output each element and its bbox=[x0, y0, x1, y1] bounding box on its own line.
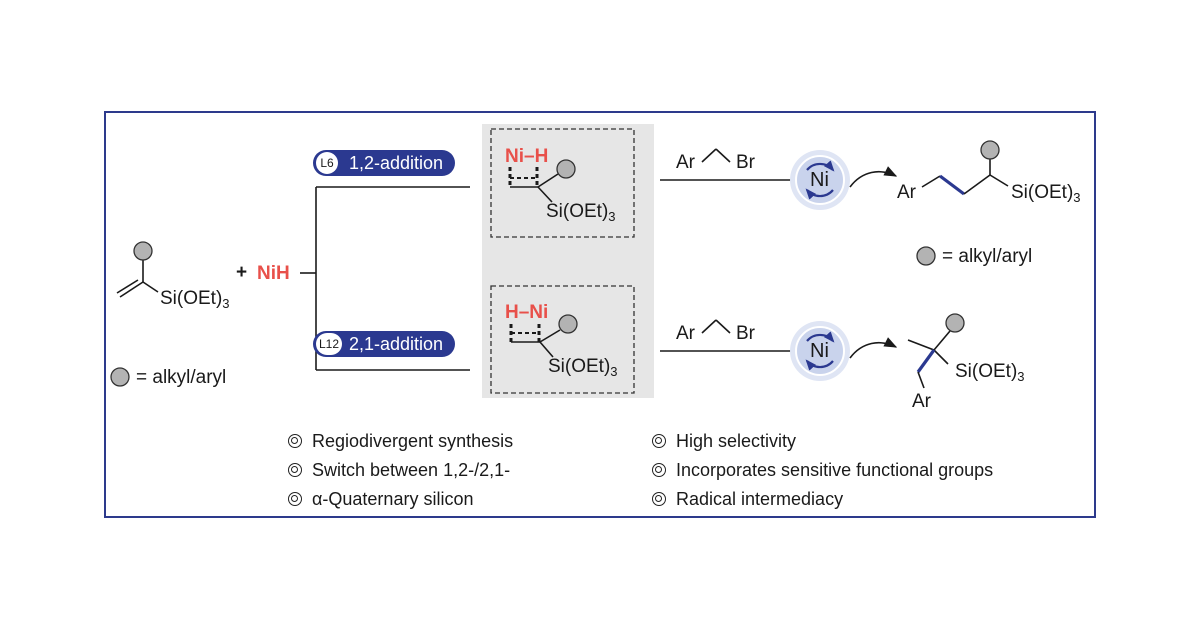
bullet-icon bbox=[288, 463, 302, 477]
feature-text: Switch between 1,2-/2,1- bbox=[312, 460, 511, 480]
ligand-badge-l12: L12 bbox=[316, 333, 343, 355]
coupling-top-aryl: Ar bbox=[676, 152, 695, 173]
plus-sign: + bbox=[236, 262, 248, 283]
product-top-silyl-text: Si(OEt) bbox=[1011, 182, 1074, 203]
product-top-substituent bbox=[980, 140, 1000, 160]
pathway-label-2-1: 2,1-addition bbox=[349, 334, 444, 354]
intermediate-box-top bbox=[490, 128, 635, 238]
bullet-icon bbox=[652, 463, 666, 477]
bullet-icon bbox=[652, 434, 666, 448]
product-bottom-silyl-subscript: 3 bbox=[1017, 369, 1025, 384]
feature-right-3: Radical intermediacy bbox=[652, 490, 843, 508]
intermediate-bottom-structure bbox=[509, 324, 561, 358]
coupling-top-halide: Br bbox=[736, 152, 755, 173]
nickel-hydride-reagent: NiH bbox=[257, 263, 290, 284]
feature-text: α-Quaternary silicon bbox=[312, 489, 474, 509]
substituent-circle bbox=[133, 241, 153, 261]
product-bottom-silyl-text: Si(OEt) bbox=[955, 361, 1018, 382]
pathway-pill-1-2-addition: L6 1,2-addition bbox=[313, 150, 456, 176]
intermediate-top-silyl: Si(OEt)3 bbox=[546, 201, 616, 224]
product-bottom-substituent bbox=[945, 313, 965, 333]
intermediate-top-ni-h: Ni–H bbox=[505, 146, 549, 167]
intermediate-top-substituent bbox=[556, 159, 576, 179]
feature-left-3: α-Quaternary silicon bbox=[288, 490, 473, 508]
bullet-icon bbox=[288, 434, 302, 448]
pathway-label-1-2: 1,2-addition bbox=[349, 153, 444, 173]
ligand-badge-l6: L6 bbox=[316, 152, 338, 174]
legend-circle bbox=[110, 367, 130, 387]
feature-right-2: Incorporates sensitive functional groups bbox=[652, 461, 993, 479]
product-bottom-structure bbox=[907, 330, 951, 389]
bottom-reaction-arrow bbox=[660, 319, 898, 359]
bullet-icon bbox=[652, 492, 666, 506]
catalyst-top-label: Ni bbox=[810, 169, 829, 191]
pathway-pill-2-1-addition: L12 2,1-addition bbox=[313, 331, 456, 357]
reactant-silyl-text: Si(OEt) bbox=[160, 288, 223, 309]
product-top-silyl: Si(OEt)3 bbox=[1011, 182, 1081, 205]
reactant-silyl-label: Si(OEt)3 bbox=[160, 288, 230, 311]
intermediate-bottom-h-ni: H–Ni bbox=[505, 302, 549, 323]
coupling-bottom-aryl: Ar bbox=[676, 323, 695, 344]
product-top-silyl-subscript: 3 bbox=[1073, 190, 1081, 205]
intermediate-bottom-substituent bbox=[558, 314, 578, 334]
feature-left-2: Switch between 1,2-/2,1- bbox=[288, 461, 510, 479]
product-top-structure bbox=[921, 158, 1009, 196]
top-reaction-arrow bbox=[660, 148, 898, 188]
feature-text: High selectivity bbox=[676, 431, 797, 451]
feature-left-1: Regiodivergent synthesis bbox=[288, 432, 513, 450]
bullet-icon bbox=[288, 492, 302, 506]
intermediate-top-silyl-text: Si(OEt) bbox=[546, 201, 609, 222]
intermediate-top-silyl-subscript: 3 bbox=[608, 209, 616, 224]
product-top-aryl: Ar bbox=[897, 182, 916, 203]
intermediate-bottom-silyl-subscript: 3 bbox=[610, 364, 618, 379]
reactant-legend: = alkyl/aryl bbox=[136, 367, 227, 388]
product-bottom-aryl: Ar bbox=[912, 391, 931, 412]
intermediate-box-bottom bbox=[490, 285, 635, 394]
feature-text: Regiodivergent synthesis bbox=[312, 431, 514, 451]
reactant-silyl-subscript: 3 bbox=[222, 296, 230, 311]
product-bottom-silyl: Si(OEt)3 bbox=[955, 361, 1025, 384]
product-legend-circle bbox=[916, 246, 936, 266]
catalyst-cycle-bottom bbox=[790, 321, 850, 381]
intermediate-bottom-silyl-text: Si(OEt) bbox=[548, 356, 611, 377]
feature-right-1: High selectivity bbox=[652, 432, 796, 450]
catalyst-cycle-top bbox=[790, 150, 850, 210]
product-legend: = alkyl/aryl bbox=[942, 246, 1033, 267]
feature-text: Radical intermediacy bbox=[676, 489, 844, 509]
feature-text: Incorporates sensitive functional groups bbox=[676, 460, 994, 480]
vinylsilane-structure bbox=[116, 257, 159, 298]
intermediate-bottom-silyl: Si(OEt)3 bbox=[548, 356, 618, 379]
catalyst-bottom-label: Ni bbox=[810, 340, 829, 362]
intermediate-top-structure bbox=[508, 167, 559, 203]
coupling-bottom-halide: Br bbox=[736, 323, 755, 344]
